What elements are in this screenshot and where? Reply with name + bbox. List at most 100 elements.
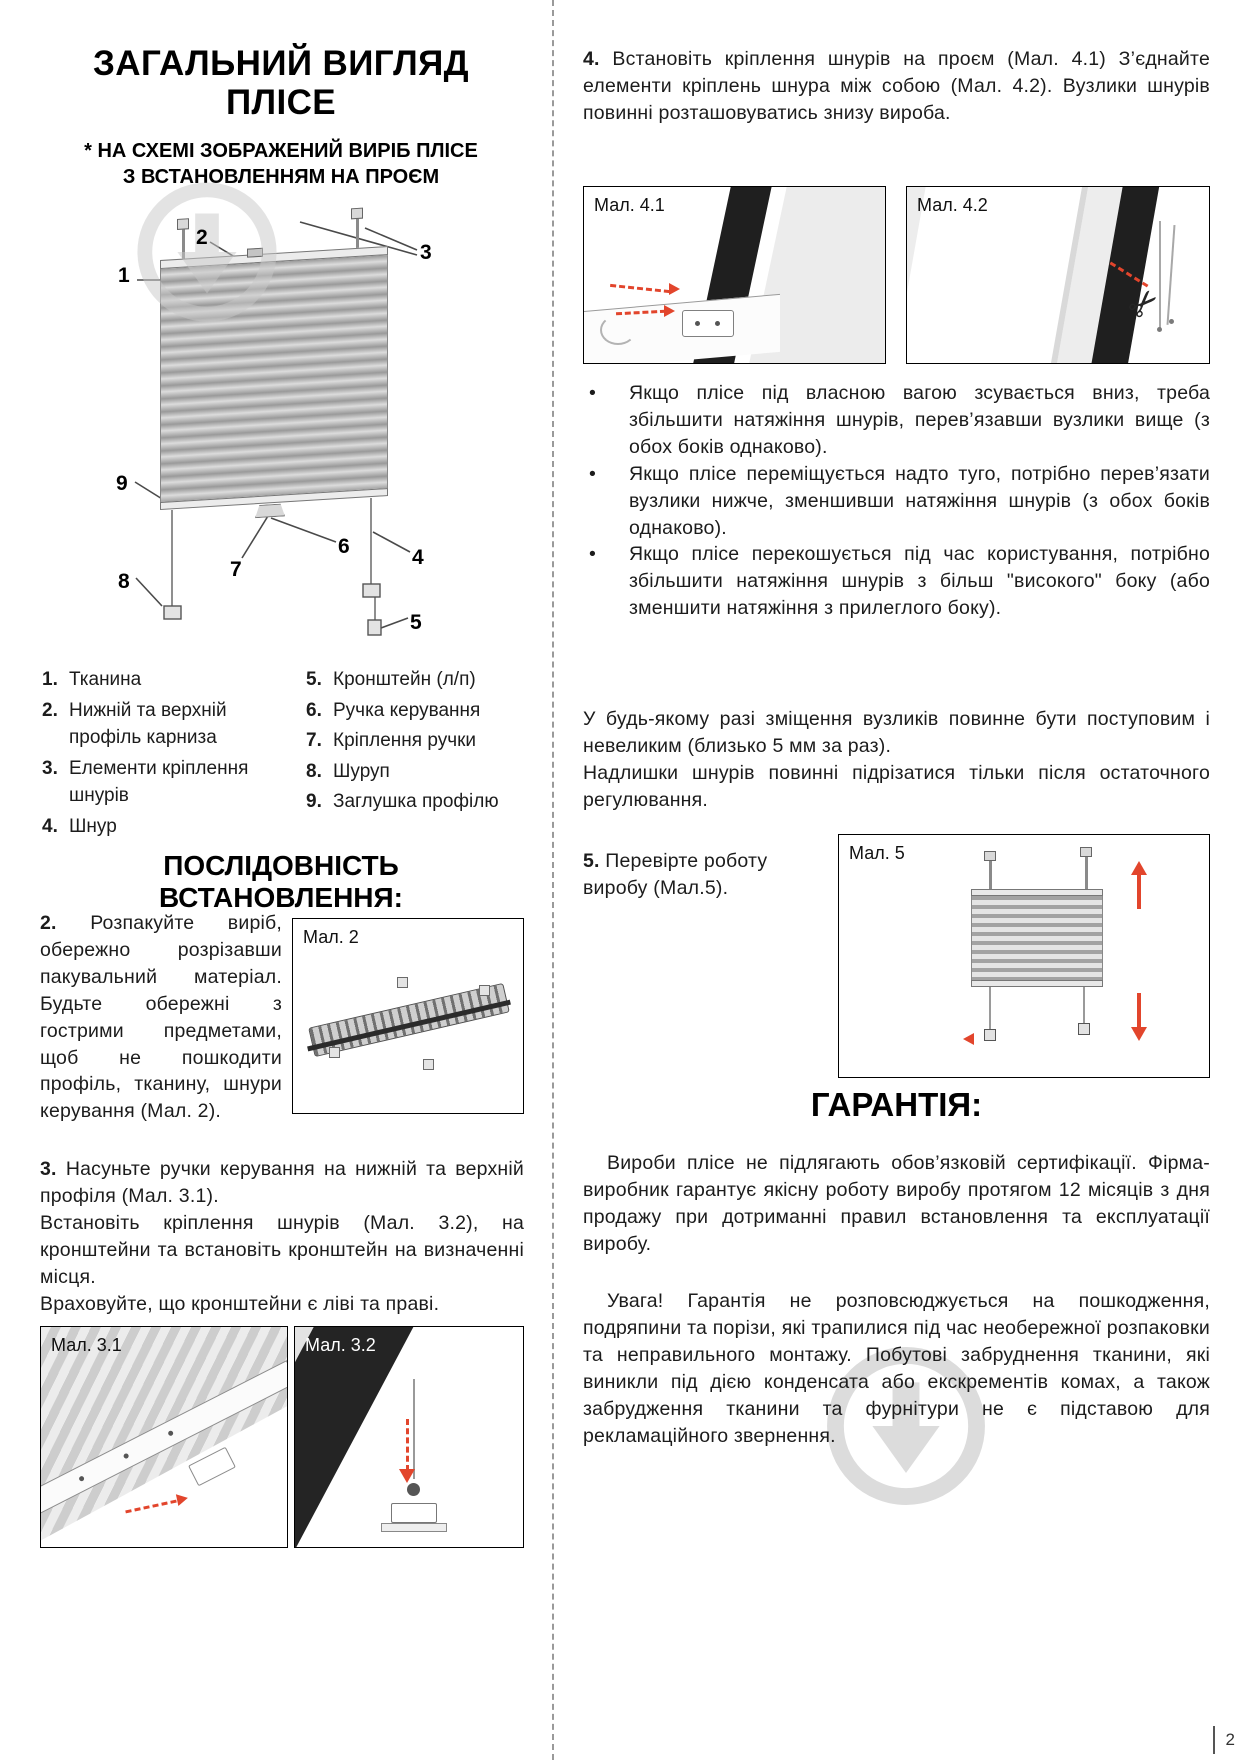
move-up-arrow-stem bbox=[1137, 875, 1141, 909]
pleated-blind-assembly bbox=[160, 207, 388, 510]
step-4-block: 4. Встановіть кріплення шнурів на проєм … bbox=[583, 46, 1210, 127]
profile-hole bbox=[78, 1475, 85, 1483]
legend-item: 8. Шуруп bbox=[306, 758, 521, 786]
step-4-body: Встановіть кріплення шнурів на проєм (Ма… bbox=[583, 48, 1210, 124]
callout-7: 7 bbox=[230, 558, 242, 581]
slide-direction-arrow bbox=[125, 1499, 177, 1514]
step-3-p3: Враховуйте, що кронштейни є ліві та прав… bbox=[40, 1292, 440, 1315]
legend-num: 7. bbox=[306, 730, 322, 752]
callout-4: 4 bbox=[412, 546, 424, 569]
legend-text: Елементи кріплення шнурів bbox=[69, 757, 249, 807]
cord-knot bbox=[1157, 327, 1162, 332]
bullet-marker: • bbox=[589, 543, 597, 566]
top-profile-bar bbox=[971, 889, 1103, 896]
figure-4-2-label: Мал. 4.2 bbox=[917, 195, 988, 215]
sequence-heading: ПОСЛІДОВНІСТЬ ВСТАНОВЛЕННЯ: bbox=[159, 850, 403, 913]
cord-line bbox=[989, 987, 991, 1029]
legend-item: 4. Шнур bbox=[42, 813, 292, 841]
legend-num: 4. bbox=[42, 815, 58, 837]
legend-item: 6. Ручка керування bbox=[306, 697, 521, 725]
step-3-number: 3. bbox=[40, 1158, 57, 1180]
figure-5: Мал. 5 bbox=[838, 834, 1210, 1078]
note-p2: Надлишки шнурів повинні підрізатися тіль… bbox=[583, 761, 1210, 811]
packaging-clip bbox=[329, 1047, 340, 1058]
profile-hole bbox=[122, 1452, 130, 1460]
warranty-paragraph-2: Увага! Гарантія не розповсюджується на п… bbox=[583, 1290, 1210, 1447]
overview-diagram: 1 2 3 9 7 6 4 8 5 bbox=[55, 182, 525, 664]
callout-2: 2 bbox=[196, 226, 208, 249]
arrowhead-icon bbox=[175, 1491, 190, 1507]
column-divider bbox=[552, 0, 554, 1760]
legend-text: Заглушка профілю bbox=[333, 791, 499, 813]
cord-fixing-bracket bbox=[247, 247, 263, 258]
bullet-item: • Якщо плісе переміщується надто туго, п… bbox=[583, 461, 1210, 542]
legend-num: 1. bbox=[42, 669, 58, 690]
legend-num: 2. bbox=[42, 699, 58, 721]
note-p1: У будь-якому разі зміщення вузликів пови… bbox=[583, 708, 1210, 757]
legend-text: Тканина bbox=[69, 669, 142, 690]
legend-text: Ручка керування bbox=[333, 699, 481, 721]
cord-coil-shape bbox=[600, 315, 636, 345]
arrowhead-icon bbox=[669, 283, 680, 295]
subtitle: * НА СХЕМІ ЗОБРАЖЕНИЙ ВИРІБ ПЛІСЕ З ВСТА… bbox=[40, 138, 522, 191]
main-title-line2: ПЛІСЕ bbox=[225, 83, 337, 123]
legend-item: 5. Кронштейн (л/п) bbox=[306, 666, 521, 694]
legend-num: 8. bbox=[306, 760, 322, 782]
move-down-arrow-icon bbox=[1131, 1027, 1147, 1041]
mounting-pin-left bbox=[182, 228, 185, 259]
legend: 1. Тканина 2. Нижній та верхній профіль … bbox=[42, 666, 524, 843]
legend-text: Кріплення ручки bbox=[333, 730, 477, 752]
step-5-number: 5. bbox=[583, 850, 600, 872]
figure-4-1-label: Мал. 4.1 bbox=[594, 195, 665, 215]
mounting-clamp-right bbox=[351, 207, 363, 220]
legend-item: 1. Тканина bbox=[42, 666, 292, 694]
legend-num: 6. bbox=[306, 699, 322, 721]
step-2-block: 2. Розпакуйте виріб, обережно розрізавши… bbox=[40, 910, 524, 1122]
mounting-clamp-left bbox=[984, 851, 996, 861]
move-down-arrow-stem bbox=[1137, 993, 1141, 1027]
step-3-p2: Встановіть кріплення шнурів (Мал. 3.2), … bbox=[40, 1211, 524, 1288]
packaging-clip bbox=[423, 1059, 434, 1070]
mounting-clamp-right bbox=[1080, 847, 1092, 857]
figure-2-label: Мал. 2 bbox=[303, 927, 359, 947]
cord-fixing-bracket-shape bbox=[391, 1503, 437, 1523]
bullet-text: Якщо плісе перекошується під час користу… bbox=[629, 543, 1210, 620]
figure-4-1: Мал. 4.1 bbox=[583, 186, 886, 364]
figure-3-2-label: Мал. 3.2 bbox=[305, 1335, 376, 1355]
legend-num: 5. bbox=[306, 669, 322, 690]
page-number-divider bbox=[1213, 1726, 1215, 1754]
legend-item: 9. Заглушка профілю bbox=[306, 788, 521, 816]
legend-item: 3. Елементи кріплення шнурів bbox=[42, 755, 292, 810]
legend-text: Нижній та верхній профіль карниза bbox=[69, 699, 227, 749]
page-number: 2 bbox=[1225, 1730, 1235, 1749]
step-2-number: 2. bbox=[40, 912, 57, 934]
bullet-marker: • bbox=[589, 382, 597, 404]
callout-8: 8 bbox=[118, 570, 130, 593]
packaging-clip bbox=[397, 977, 408, 988]
legend-column-1: 1. Тканина 2. Нижній та верхній профіль … bbox=[42, 666, 292, 843]
step-3-p1-text: Насуньте ручки керування на нижній та ве… bbox=[40, 1158, 524, 1207]
adjustment-bullet-list: • Якщо плісе під власною вагою зсуваєтьс… bbox=[583, 380, 1210, 622]
legend-column-2: 5. Кронштейн (л/п) 6. Ручка керування 7.… bbox=[306, 666, 521, 843]
figure-5-label: Мал. 5 bbox=[849, 843, 905, 863]
legend-item: 2. Нижній та верхній профіль карниза bbox=[42, 697, 292, 752]
cord-line bbox=[413, 1379, 416, 1479]
callout-1: 1 bbox=[118, 264, 130, 287]
legend-text: Шуруп bbox=[333, 760, 390, 782]
legend-num: 3. bbox=[42, 757, 58, 779]
bullet-item: • Якщо плісе під власною вагою зсуваєтьс… bbox=[583, 380, 1210, 461]
screw-direction-dashed-line bbox=[406, 1419, 409, 1471]
legend-text: Кронштейн (л/п) bbox=[333, 669, 476, 690]
step-3-block: 3. Насуньте ручки керування на нижній та… bbox=[40, 1156, 524, 1317]
adjustment-note: У будь-якому разі зміщення вузликів пови… bbox=[583, 706, 1210, 814]
callout-5: 5 bbox=[410, 611, 422, 634]
cord-line bbox=[1159, 221, 1162, 331]
figure-3-1-label: Мал. 3.1 bbox=[51, 1335, 122, 1355]
move-up-arrow-icon bbox=[1131, 861, 1147, 875]
arrowhead-icon bbox=[664, 305, 675, 317]
bullet-item: • Якщо плісе перекошується під час корис… bbox=[583, 541, 1210, 622]
pleated-fabric bbox=[160, 255, 388, 502]
step-5-block: 5. Перевірте роботу виробу (Мал.5). bbox=[583, 848, 831, 902]
small-red-arrow-icon bbox=[963, 1033, 974, 1045]
